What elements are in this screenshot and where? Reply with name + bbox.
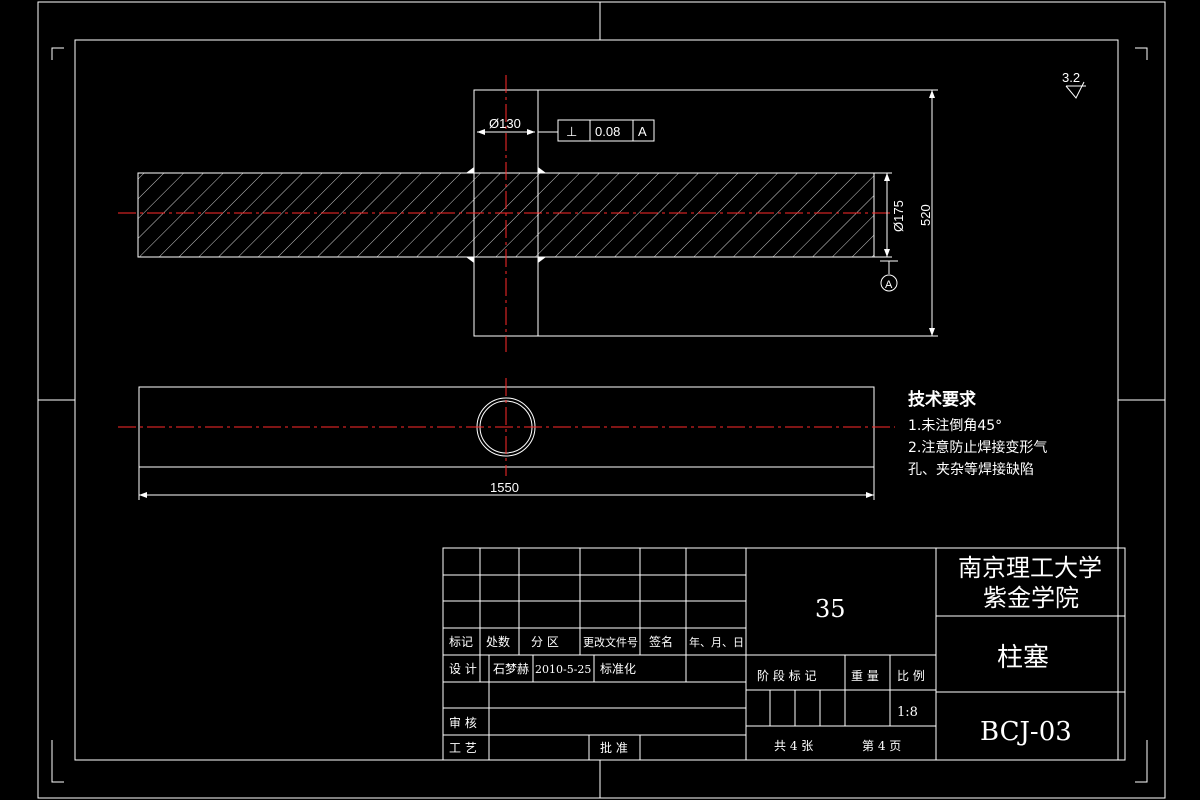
- tolerance-value: 0.08: [595, 124, 620, 139]
- weld-mark: [538, 167, 546, 173]
- weight-label: 重 量: [851, 669, 879, 683]
- stage-mark-label: 阶 段 标 记: [757, 668, 816, 683]
- scale-label: 比 例: [897, 669, 925, 683]
- corner-mark-top-left: [51, 47, 64, 60]
- corner-mark-bottom-right: [1135, 740, 1148, 783]
- front-view: Ø130 ⊥ 0.08 A Ø175 520: [118, 75, 938, 352]
- scale-value: 1:8: [897, 705, 918, 720]
- top-view: 1550: [118, 378, 895, 500]
- process-label: 工 艺: [449, 741, 477, 755]
- material-value: 35: [815, 595, 846, 623]
- header-zone: 分 区: [531, 635, 559, 649]
- header-count: 处数: [486, 634, 510, 649]
- header-mark: 标记: [449, 635, 473, 649]
- drawing-number: BCJ-03: [980, 717, 1072, 747]
- weld-mark: [538, 257, 546, 263]
- total-length-label: 1550: [490, 480, 519, 495]
- design-date: 2010-5-25: [535, 663, 591, 676]
- shaft-diameter-dimension: Ø175: [874, 172, 906, 258]
- title-block-outline: [442, 547, 1126, 761]
- tech-requirement-line-2: 2.注意防止焊接变形气: [908, 439, 1047, 456]
- part-name: 柱塞: [997, 643, 1049, 673]
- tolerance-datum: A: [638, 124, 647, 139]
- technical-requirements: 技术要求 1.未注倒角45° 2.注意防止焊接变形气 孔、夹杂等焊接缺陷: [908, 389, 1047, 478]
- title-block: 标记 处数 分 区 更改文件号 签名 年、月、日 设 计 石梦赫 2010-5-…: [442, 547, 1126, 761]
- approve-label: 批 准: [600, 740, 628, 755]
- school-line-1: 南京理工大学: [958, 554, 1102, 582]
- tech-requirement-line-3: 孔、夹杂等焊接缺陷: [908, 461, 1034, 478]
- header-doc: 更改文件号: [583, 635, 638, 649]
- corner-mark-top-right: [1135, 47, 1148, 60]
- perpendicularity-symbol: ⊥: [566, 124, 577, 139]
- designer-name: 石梦赫: [493, 662, 529, 676]
- sheet-border: [37, 1, 1166, 799]
- standardize-label: 标准化: [600, 662, 636, 676]
- roughness-value: 3.2: [1062, 70, 1080, 85]
- shaft-diameter-label: Ø175: [891, 200, 906, 232]
- school-line-2: 紫金学院: [983, 584, 1079, 612]
- surface-roughness-symbol: 3.2: [1062, 70, 1086, 99]
- flange-diameter-label: Ø130: [489, 116, 521, 131]
- datum-letter: A: [885, 279, 893, 291]
- weld-mark: [466, 257, 474, 263]
- flange-diameter-dimension: Ø130: [477, 116, 535, 135]
- total-length-dimension: 1550: [138, 467, 875, 500]
- header-sign: 签名: [649, 634, 673, 649]
- review-label: 审 核: [449, 715, 477, 730]
- header-date: 年、月、日: [689, 635, 744, 649]
- tech-requirement-line-1: 1.未注倒角45°: [908, 418, 1002, 434]
- sheet-number: 第 4 页: [862, 739, 901, 753]
- weld-mark: [466, 167, 474, 173]
- flange-length-dimension: 520: [538, 89, 938, 337]
- datum-symbol: A: [880, 260, 898, 292]
- sheets-total: 共 4 张: [774, 739, 813, 753]
- tech-requirements-title: 技术要求: [908, 389, 976, 410]
- corner-mark-bottom-left: [51, 740, 64, 783]
- design-label: 设 计: [449, 662, 477, 676]
- perpendicularity-tolerance-frame: ⊥ 0.08 A: [538, 119, 655, 142]
- flange-length-label: 520: [918, 204, 933, 226]
